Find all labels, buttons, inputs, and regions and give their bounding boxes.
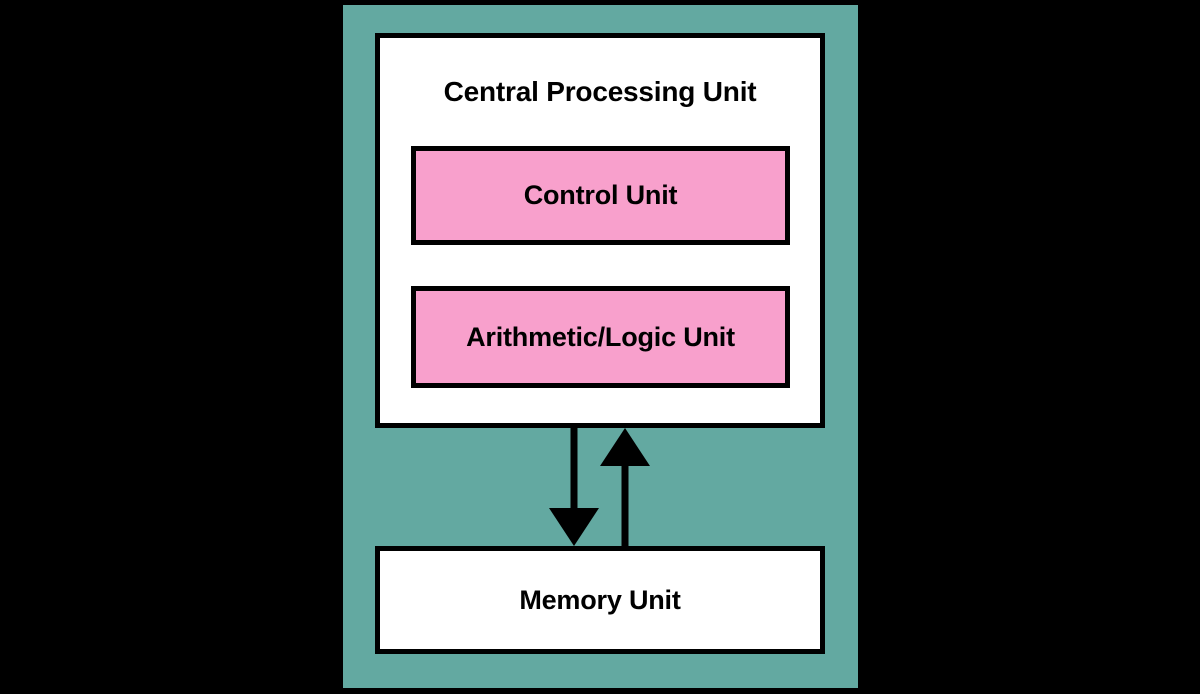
arithmetic-logic-unit-box[interactable]: Arithmetic/Logic Unit [411,286,790,388]
control-unit-label: Control Unit [523,180,678,210]
cpu-title: Central Processing Unit [443,76,757,107]
control-unit-box[interactable]: Control Unit [411,146,790,245]
memory-unit-label: Memory Unit [519,584,681,615]
arithmetic-logic-unit-label: Arithmetic/Logic Unit [466,321,735,352]
memory-unit-box[interactable]: Memory Unit [375,546,825,654]
